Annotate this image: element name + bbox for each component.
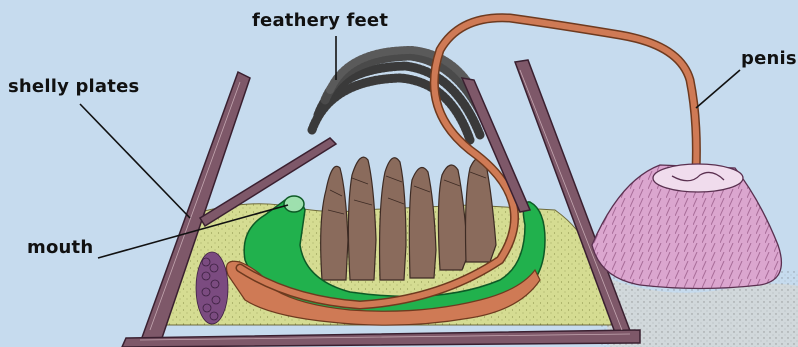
label-mouth: mouth <box>27 237 93 258</box>
label-feathery-feet: feathery feet <box>252 10 388 31</box>
label-shelly-plates: shelly plates <box>8 76 139 97</box>
egg-cluster <box>196 252 228 324</box>
label-penis: penis <box>741 48 797 69</box>
mouth-opening <box>284 196 304 212</box>
